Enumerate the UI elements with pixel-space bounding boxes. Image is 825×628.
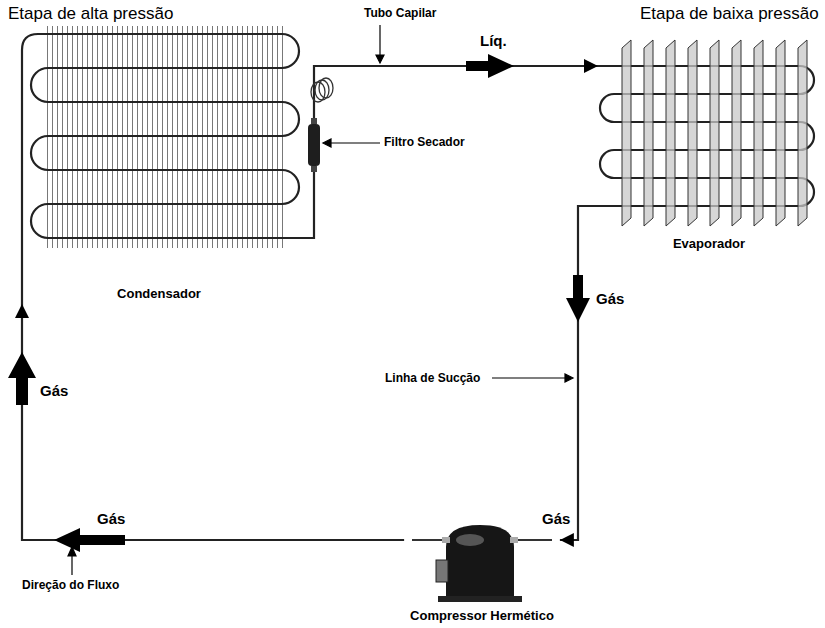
annotation-label: Gás — [596, 290, 624, 307]
evaporator-plate — [776, 40, 785, 226]
flow-arrow — [8, 352, 36, 405]
leader-line — [379, 25, 380, 56]
component-label: Condensador — [115, 286, 203, 304]
evaporator-plate — [644, 40, 653, 226]
annotation-label: Tubo Capilar — [364, 6, 436, 20]
capillary-loop — [319, 78, 333, 98]
annotation-label: Linha de Sucção — [385, 371, 480, 385]
compressor-terminal — [436, 560, 448, 582]
condenser-tube — [22, 34, 304, 304]
compressor-port-fitting — [442, 537, 450, 543]
annotation-label: Etapa de alta pressão — [8, 4, 173, 24]
evaporator-plate — [688, 40, 697, 226]
annotation-label: Gás — [40, 382, 68, 399]
leader-line — [330, 142, 380, 143]
compressor-body — [446, 525, 514, 598]
component-node: Condensador — [14, 22, 304, 304]
leader-head — [376, 55, 384, 63]
capillary-coil — [311, 78, 333, 102]
compressor-port — [412, 539, 446, 541]
annotation-label: Filtro Secador — [384, 135, 465, 149]
evaporator-plate — [732, 40, 741, 226]
compressor-highlight — [456, 534, 484, 546]
filter-end — [311, 118, 317, 124]
flow-label: Gás — [95, 510, 127, 527]
component-label: Evaporador — [671, 236, 747, 254]
refrigerant-line — [560, 206, 598, 540]
filter-end — [311, 166, 317, 172]
evaporator-coil — [598, 40, 814, 226]
flow-label: Gás — [540, 510, 572, 527]
evaporator-plate — [666, 40, 675, 226]
evaporator-plate — [798, 40, 807, 226]
flow-arrow — [566, 275, 590, 322]
leader-head — [68, 547, 76, 556]
refrigerant-line — [22, 304, 404, 540]
leader-head — [323, 139, 331, 147]
component-label: Compressor Hermético — [408, 608, 556, 626]
flow-arrows — [8, 54, 590, 552]
leader-line — [492, 377, 566, 378]
compressor-drawing — [412, 525, 552, 602]
leader-line — [71, 555, 72, 575]
component-node: Compressor Hermético — [404, 522, 560, 626]
compressor-port — [514, 539, 552, 541]
annotation-label: Etapa de baixa pressão — [640, 4, 819, 24]
annotation-label: Direção do Fluxo — [22, 578, 119, 592]
filter-drier — [308, 118, 320, 172]
refrigerant-line — [304, 66, 598, 238]
component-node: Evaporador — [598, 22, 820, 254]
evaporator-plate — [710, 40, 719, 226]
evaporator-plate — [754, 40, 763, 226]
flow-label: Líq. — [478, 32, 509, 49]
flow-arrow — [466, 54, 514, 78]
compressor-base — [438, 596, 522, 602]
evaporator-plate — [622, 40, 631, 226]
compressor-port-fitting — [510, 537, 518, 543]
condenser-coil — [22, 26, 304, 304]
leader-lines — [68, 25, 573, 575]
filter-body — [308, 124, 320, 166]
leader-head — [565, 374, 573, 382]
flow-arrow — [54, 528, 125, 552]
evaporator-plates — [622, 40, 807, 226]
